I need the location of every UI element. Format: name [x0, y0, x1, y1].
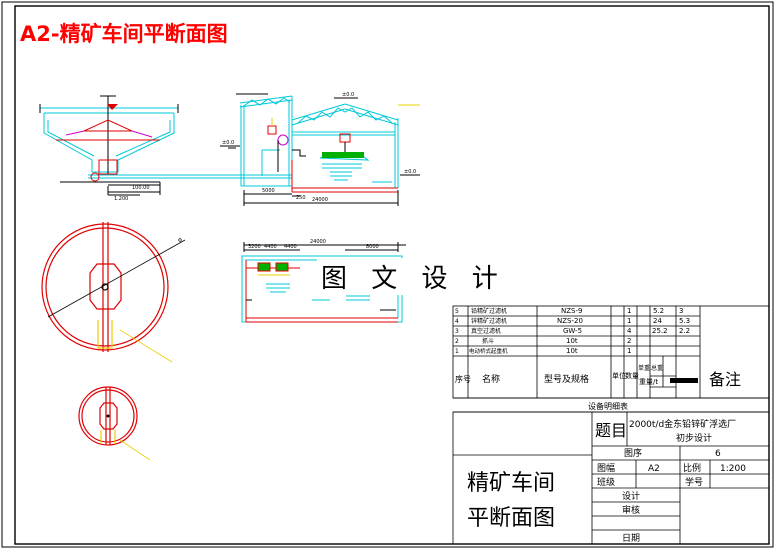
watermark-banner: 图 文 设 计	[317, 258, 510, 295]
topic-label: 题目	[595, 421, 627, 440]
seq-label: 图序	[624, 447, 642, 459]
row1-model: 10t	[566, 347, 578, 355]
header-weight: 重量/t	[639, 378, 658, 386]
row3-weight-total: 2.2	[679, 327, 690, 335]
thickener-section-view	[39, 95, 228, 196]
row4-weight-total: 5.3	[679, 317, 690, 325]
header-remark: 备注	[709, 370, 741, 389]
inner-frame	[14, 5, 770, 545]
row5-weight-total: 3	[679, 307, 683, 315]
plan-dim-4400b: 4400	[284, 244, 297, 250]
thickener-dim-1200: 1.200	[114, 196, 128, 202]
size-label: 图幅	[597, 462, 615, 474]
section-dim-5000: 5000	[262, 188, 275, 194]
elevation-label-roof: ±0.0	[342, 92, 354, 98]
design-label: 设计	[622, 490, 640, 502]
row3-weight-single: 25.2	[652, 327, 668, 335]
drawing-name-line-2: 平断面图	[467, 506, 555, 531]
table-caption: 设备明细表	[588, 401, 628, 411]
header-total: 总重	[651, 364, 663, 372]
row2-model: 10t	[566, 337, 578, 345]
row4-qty: 1	[627, 317, 631, 325]
date-label: 日期	[622, 533, 640, 544]
student-id-label: 学号	[685, 476, 703, 488]
header-unit: 单位	[612, 371, 626, 380]
elevation-label-right: ±0.0	[404, 169, 416, 175]
header-name: 名称	[482, 373, 500, 385]
slurry-pipe	[228, 147, 292, 179]
plan-dim-8000: 8000	[366, 244, 379, 250]
row4-no: 4	[455, 318, 459, 325]
header-no: 序号	[455, 374, 471, 384]
row3-no: 3	[455, 328, 459, 335]
row3-model: GW-5	[563, 327, 582, 335]
thickener-plan-small	[78, 386, 151, 461]
thickener-radius-label: Φ	[178, 238, 182, 244]
row2-no: 2	[455, 338, 459, 345]
row3-qty: 4	[627, 327, 632, 335]
seq-value: 6	[715, 449, 721, 459]
thickener-plan-large	[41, 222, 186, 363]
parts-table	[452, 305, 770, 413]
row5-name: 铅精矿过滤机	[471, 307, 507, 315]
thickener-dim-100: 100.00	[132, 185, 150, 191]
row2-name: 抓斗	[482, 337, 494, 345]
row4-name: 锌精矿过滤机	[471, 317, 507, 325]
header-model: 型号及规格	[544, 373, 589, 385]
header-single: 单重	[638, 364, 650, 372]
row5-qty: 1	[627, 307, 631, 315]
topic-line-1: 2000t/d金东铅锌矿浮选厂	[629, 418, 736, 430]
plan-dim-4400a: 4400	[264, 244, 277, 250]
topic-line-2: 初步设计	[676, 432, 712, 444]
class-label: 班级	[597, 476, 615, 488]
plan-dim-24000: 24000	[310, 239, 326, 245]
row1-no: 1	[455, 348, 459, 355]
row1-qty: 1	[627, 347, 631, 355]
size-value: A2	[648, 464, 660, 474]
row4-model: NZS-20	[557, 317, 583, 325]
review-label: 审核	[622, 504, 640, 516]
row1-name: 电动桥式起重机	[469, 347, 508, 355]
row2-qty: 2	[627, 337, 631, 345]
sheet-title: A2-精矿车间平断面图	[20, 22, 228, 46]
row5-weight-single: 5.2	[653, 307, 664, 315]
elevation-label-left: ±0.0	[222, 140, 234, 146]
scale-label: 比例	[683, 462, 701, 474]
plan-dim-3200: 3200	[248, 244, 261, 250]
section-dim-250: 250	[296, 195, 306, 201]
header-qty: 数量	[625, 371, 639, 380]
drawing-name-line-1: 精矿车间	[467, 471, 555, 496]
row5-model: NZS-9	[561, 307, 582, 315]
title-block	[452, 411, 770, 545]
section-dim-24000: 24000	[312, 197, 328, 203]
row3-name: 真空过滤机	[471, 327, 501, 335]
row5-no: 5	[455, 308, 459, 315]
building-cross-section	[220, 93, 420, 206]
row4-weight-single: 24	[653, 317, 662, 325]
scale-value: 1:200	[720, 464, 746, 474]
